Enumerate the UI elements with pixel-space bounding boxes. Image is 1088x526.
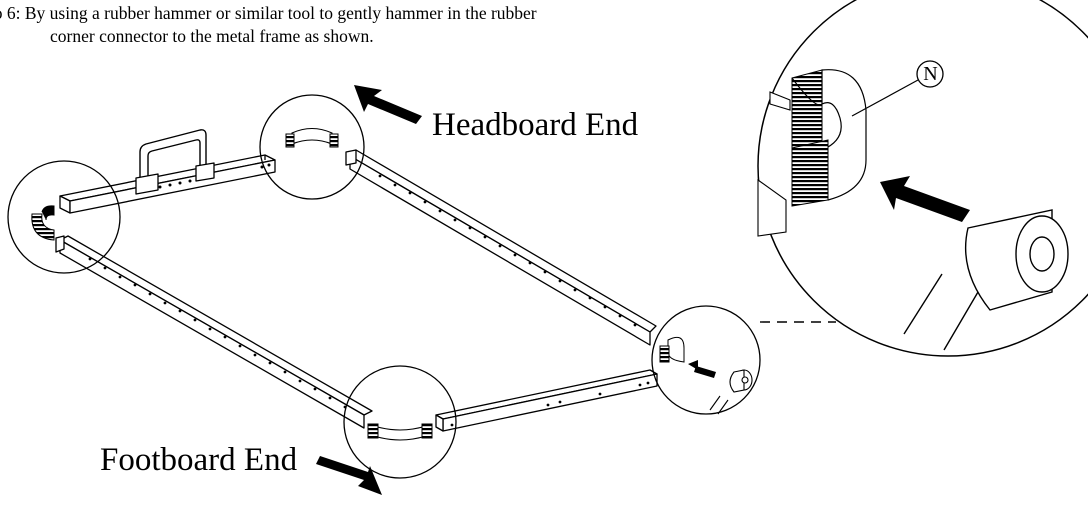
instruction-line-1: ep 6: By using a rubber hammer or simila… (0, 3, 537, 23)
corner-circle-bottom (343, 365, 457, 479)
zoom-detail-circle (757, 0, 1088, 357)
handle-bracket (135, 129, 215, 195)
headboard-end-label: Headboard End (432, 107, 639, 143)
footboard-end-label: Footboard End (100, 442, 298, 478)
headboard-direction-arrow (354, 85, 422, 124)
corner-circle-top (259, 94, 365, 200)
footboard-direction-arrow (316, 456, 382, 495)
rubber-connector (791, 69, 867, 207)
footboard-rail (435, 369, 658, 432)
part-callout-label: N (923, 63, 938, 85)
corner-circle-right (651, 305, 761, 415)
part-callout-circle (916, 60, 944, 88)
frame-rails (55, 129, 658, 432)
left-side-rail (55, 235, 373, 429)
instruction-line-2: corner connector to the metal frame as s… (50, 26, 374, 46)
hammer-icon (903, 209, 1069, 351)
headboard-rail (59, 154, 276, 214)
mini-hammer (709, 369, 753, 415)
push-arrow (880, 176, 970, 222)
corner-circle-left (7, 160, 121, 274)
right-side-rail (345, 149, 657, 346)
